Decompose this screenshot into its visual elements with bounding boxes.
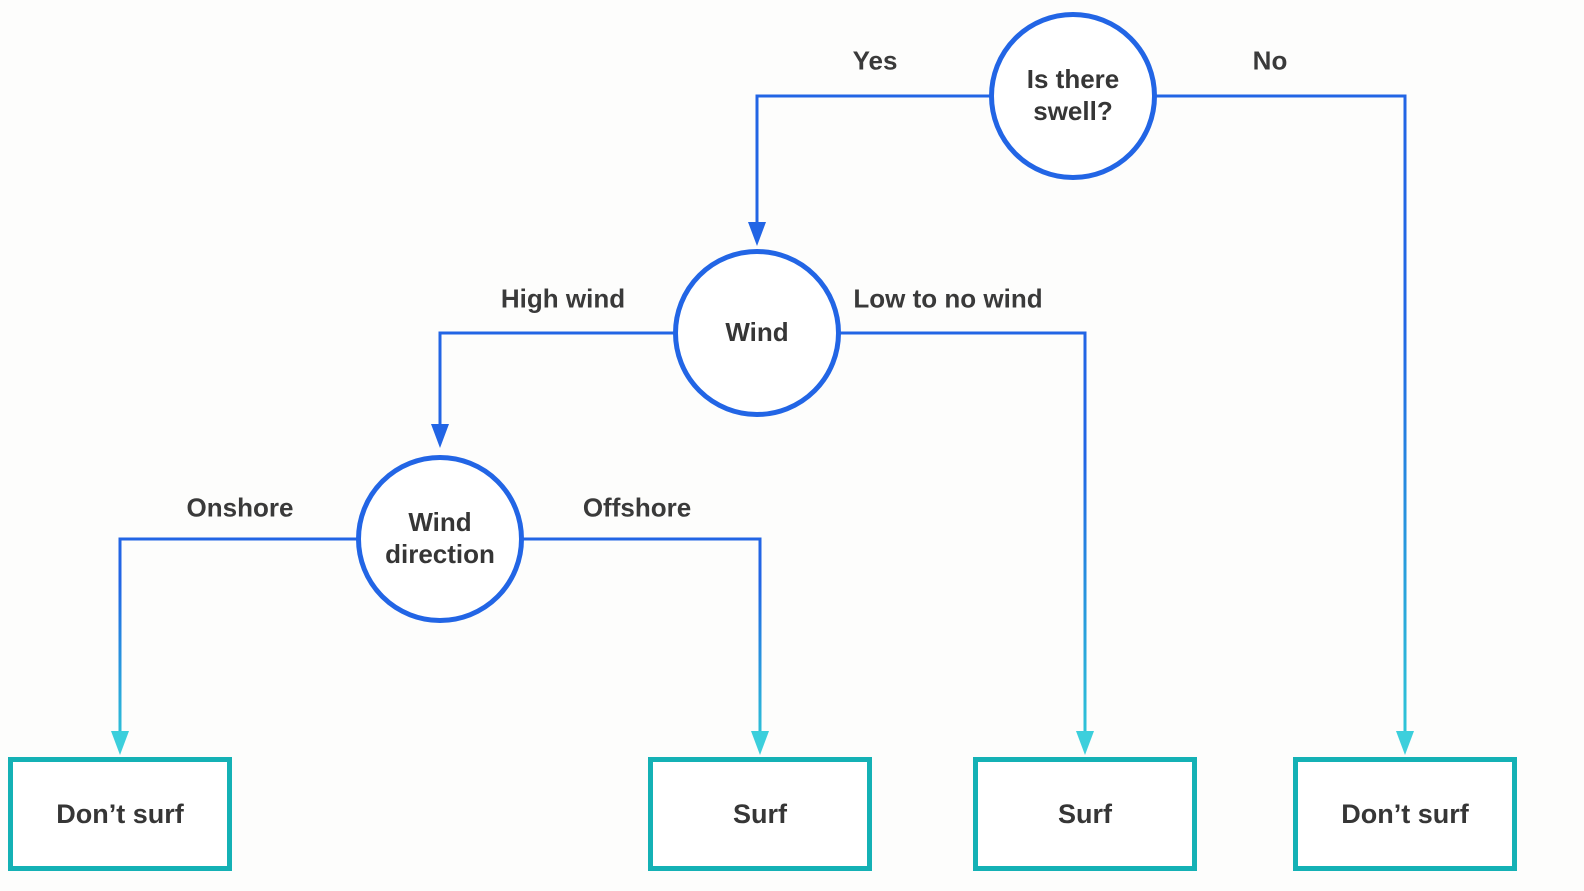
edge-label-yes: Yes: [852, 45, 898, 76]
edge-low-wind-line: [757, 331, 1087, 738]
edge-label-low-to-no-wind: Low to no wind: [853, 283, 1043, 314]
node-label: Wind: [725, 317, 789, 348]
leaf-label: Don’t surf: [56, 798, 184, 829]
arrow-down-icon: [751, 731, 769, 755]
node-wind-direction: Wind direction: [356, 455, 524, 623]
edge-onshore-line: [118, 537, 440, 738]
leaf-label: Surf: [1058, 798, 1112, 829]
edge-yes-line: [755, 94, 1073, 226]
leaf-label: Don’t surf: [1341, 798, 1469, 829]
leaf-surf-mid-right: Surf: [973, 757, 1197, 871]
node-label: Wind direction: [385, 507, 495, 569]
edge-no-line: [1073, 94, 1407, 738]
node-wind: Wind: [673, 249, 841, 417]
edge-offshore-line: [440, 537, 762, 738]
leaf-dont-surf-left: Don’t surf: [8, 757, 232, 871]
node-is-there-swell: Is there swell?: [989, 12, 1157, 180]
edge-label-onshore: Onshore: [186, 492, 294, 523]
arrow-down-icon: [1396, 731, 1414, 755]
leaf-surf-mid-left: Surf: [648, 757, 872, 871]
leaf-dont-surf-right: Don’t surf: [1293, 757, 1517, 871]
arrow-down-icon: [1076, 731, 1094, 755]
arrow-down-icon: [431, 424, 449, 448]
leaf-label: Surf: [733, 798, 787, 829]
arrow-down-icon: [748, 222, 766, 246]
node-label: Is there swell?: [1026, 64, 1120, 126]
edge-label-offshore: Offshore: [582, 492, 692, 523]
edge-high-wind-line: [438, 331, 757, 428]
edge-label-high-wind: High wind: [500, 283, 626, 314]
edge-label-no: No: [1252, 45, 1288, 76]
arrow-down-icon: [111, 731, 129, 755]
